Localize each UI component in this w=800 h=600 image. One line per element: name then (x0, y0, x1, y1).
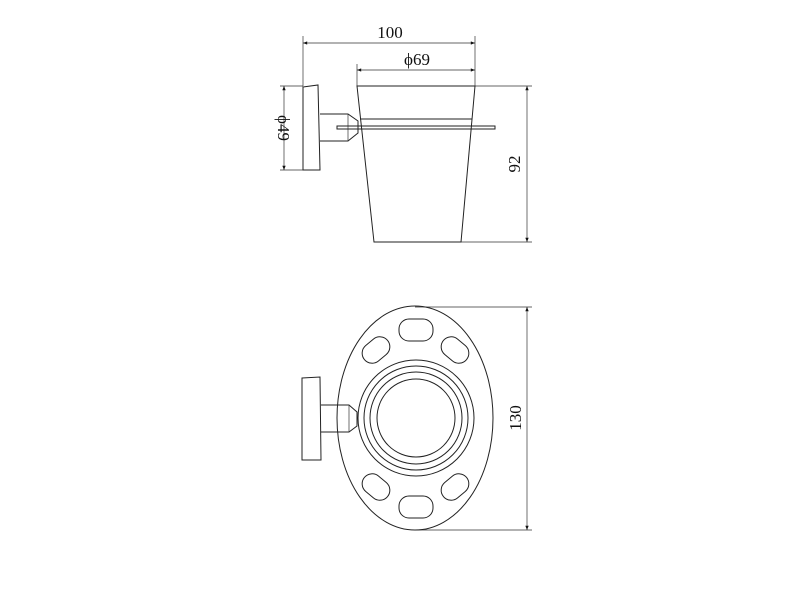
dimension-label-width: 100 (377, 23, 403, 42)
shelf-ring (336, 125, 496, 130)
oval-holder-plate (336, 305, 494, 531)
dimension-label-plate-diameter: ϕ49 (274, 115, 293, 141)
cup-ring (363, 365, 469, 471)
cup-ring (369, 371, 463, 465)
brush-slot (440, 473, 470, 501)
cup-ring-inner (376, 378, 456, 458)
cup (356, 85, 476, 243)
wall-plate (301, 376, 322, 461)
arm (321, 404, 358, 433)
brush-slot (361, 336, 391, 364)
brush-slot (361, 473, 391, 501)
cup-ring-outer (357, 359, 475, 477)
arm (320, 113, 359, 142)
side-view: 100 ϕ69 ϕ49 92 (274, 23, 532, 243)
brush-slot (398, 318, 434, 342)
brush-slot (398, 495, 434, 519)
wall-plate (302, 84, 321, 171)
top-view: 130 (301, 305, 532, 531)
dimension-label-height: 92 (505, 156, 524, 173)
brush-slot (440, 336, 470, 364)
dimension-label-depth: 130 (506, 405, 525, 431)
dimension-label-cup-diameter: ϕ69 (404, 50, 430, 69)
